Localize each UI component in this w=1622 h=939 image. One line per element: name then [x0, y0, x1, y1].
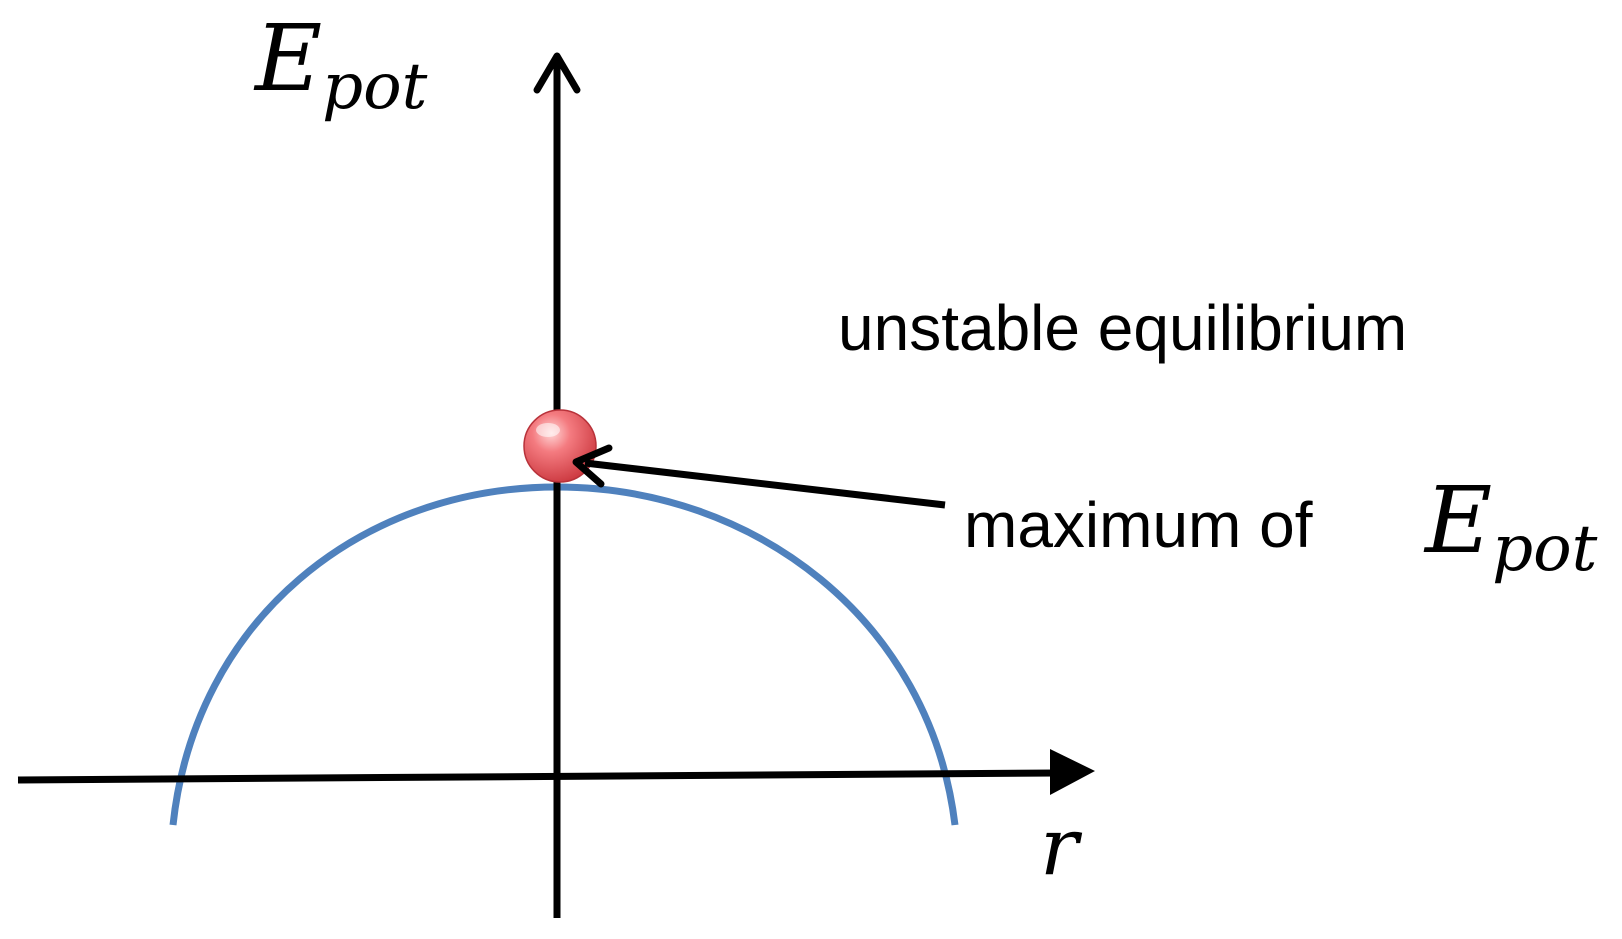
r-axis-arrowhead — [1050, 749, 1095, 795]
ball-highlight — [536, 423, 560, 437]
pointer-arrowhead — [572, 444, 613, 488]
pointer-arrow — [584, 459, 946, 509]
r-axis — [17, 769, 1059, 784]
maximum-annotation-math: Epot — [1423, 467, 1598, 586]
maximum-annotation-text: maximum of — [964, 489, 1313, 561]
x-axis-label: r — [1040, 800, 1083, 893]
y-axis-label: Epot — [253, 5, 428, 124]
unstable-equilibrium-label: unstable equilibrium — [838, 292, 1407, 364]
epot-axis-arrowhead — [533, 52, 581, 94]
